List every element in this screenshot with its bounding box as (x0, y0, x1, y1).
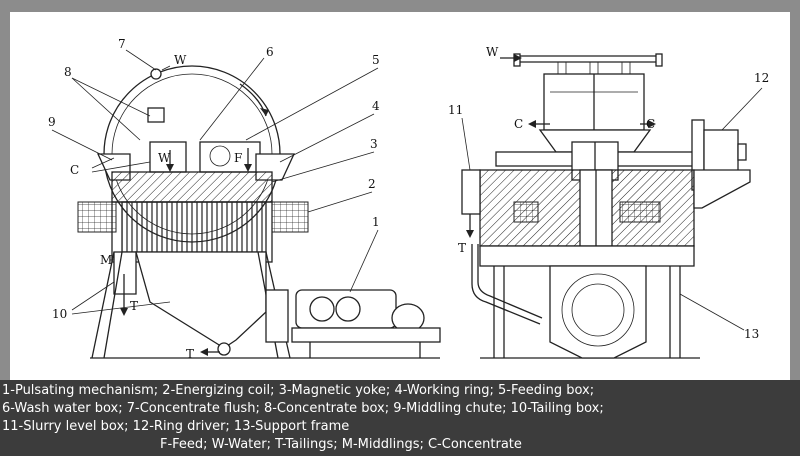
label-m: M (100, 253, 112, 267)
right-view: W 12 11 C C T 13 (448, 45, 769, 359)
label-12: 12 (754, 71, 769, 85)
label-w-box: W (158, 151, 171, 165)
label-13: 13 (744, 327, 759, 341)
label-c: C (70, 163, 79, 177)
label-9: 9 (48, 115, 56, 129)
slurry-level-box (461, 169, 481, 215)
label-5: 5 (372, 53, 380, 67)
concentrate-flush-nozzle (147, 107, 165, 123)
legend-line-2: 6-Wash water box; 7-Concentrate flush; 8… (2, 401, 604, 416)
label-t-bottom: T (186, 347, 194, 361)
label-c-left: C (514, 117, 523, 131)
ring-driver (703, 129, 739, 175)
tailing-hopper-right (549, 265, 647, 359)
label-w-right: W (486, 45, 499, 59)
label-w-top: W (174, 53, 187, 67)
tailing-box (135, 251, 267, 349)
label-t-chute: T (130, 299, 138, 313)
pulsating-mechanism (295, 289, 397, 329)
legend-panel: 1-Pulsating mechanism; 2-Energizing coil… (0, 380, 800, 456)
label-c-right: C (646, 117, 655, 131)
legend-line-3: 11-Slurry level box; 12-Ring driver; 13-… (2, 419, 350, 434)
magnetic-matrix (121, 201, 267, 253)
label-4: 4 (372, 99, 380, 113)
label-10: 10 (52, 307, 67, 321)
label-2: 2 (368, 177, 376, 191)
label-3: 3 (370, 137, 378, 151)
coil-right-b (619, 201, 661, 223)
legend-line-4: F-Feed; W-Water; T-Tailings; M-Middlings… (160, 437, 522, 452)
separator-diagram: 7 W 6 5 8 4 9 3 C 2 1 M T 10 T W F (10, 12, 790, 382)
left-view: 7 W 6 5 8 4 9 3 C 2 1 M T 10 T W F (48, 37, 441, 361)
label-1: 1 (372, 215, 380, 229)
label-f-box: F (234, 151, 242, 165)
energizing-coil-right (271, 201, 309, 233)
energizing-coil-left (77, 201, 117, 233)
magnetic-yoke (111, 171, 273, 203)
label-11: 11 (448, 103, 463, 117)
legend-line-1: 1-Pulsating mechanism; 2-Energizing coil… (2, 383, 595, 398)
label-7: 7 (118, 37, 126, 51)
label-6: 6 (266, 45, 274, 59)
coil-right-a (513, 201, 539, 223)
label-t-right: T (458, 241, 466, 255)
label-8: 8 (64, 65, 72, 79)
